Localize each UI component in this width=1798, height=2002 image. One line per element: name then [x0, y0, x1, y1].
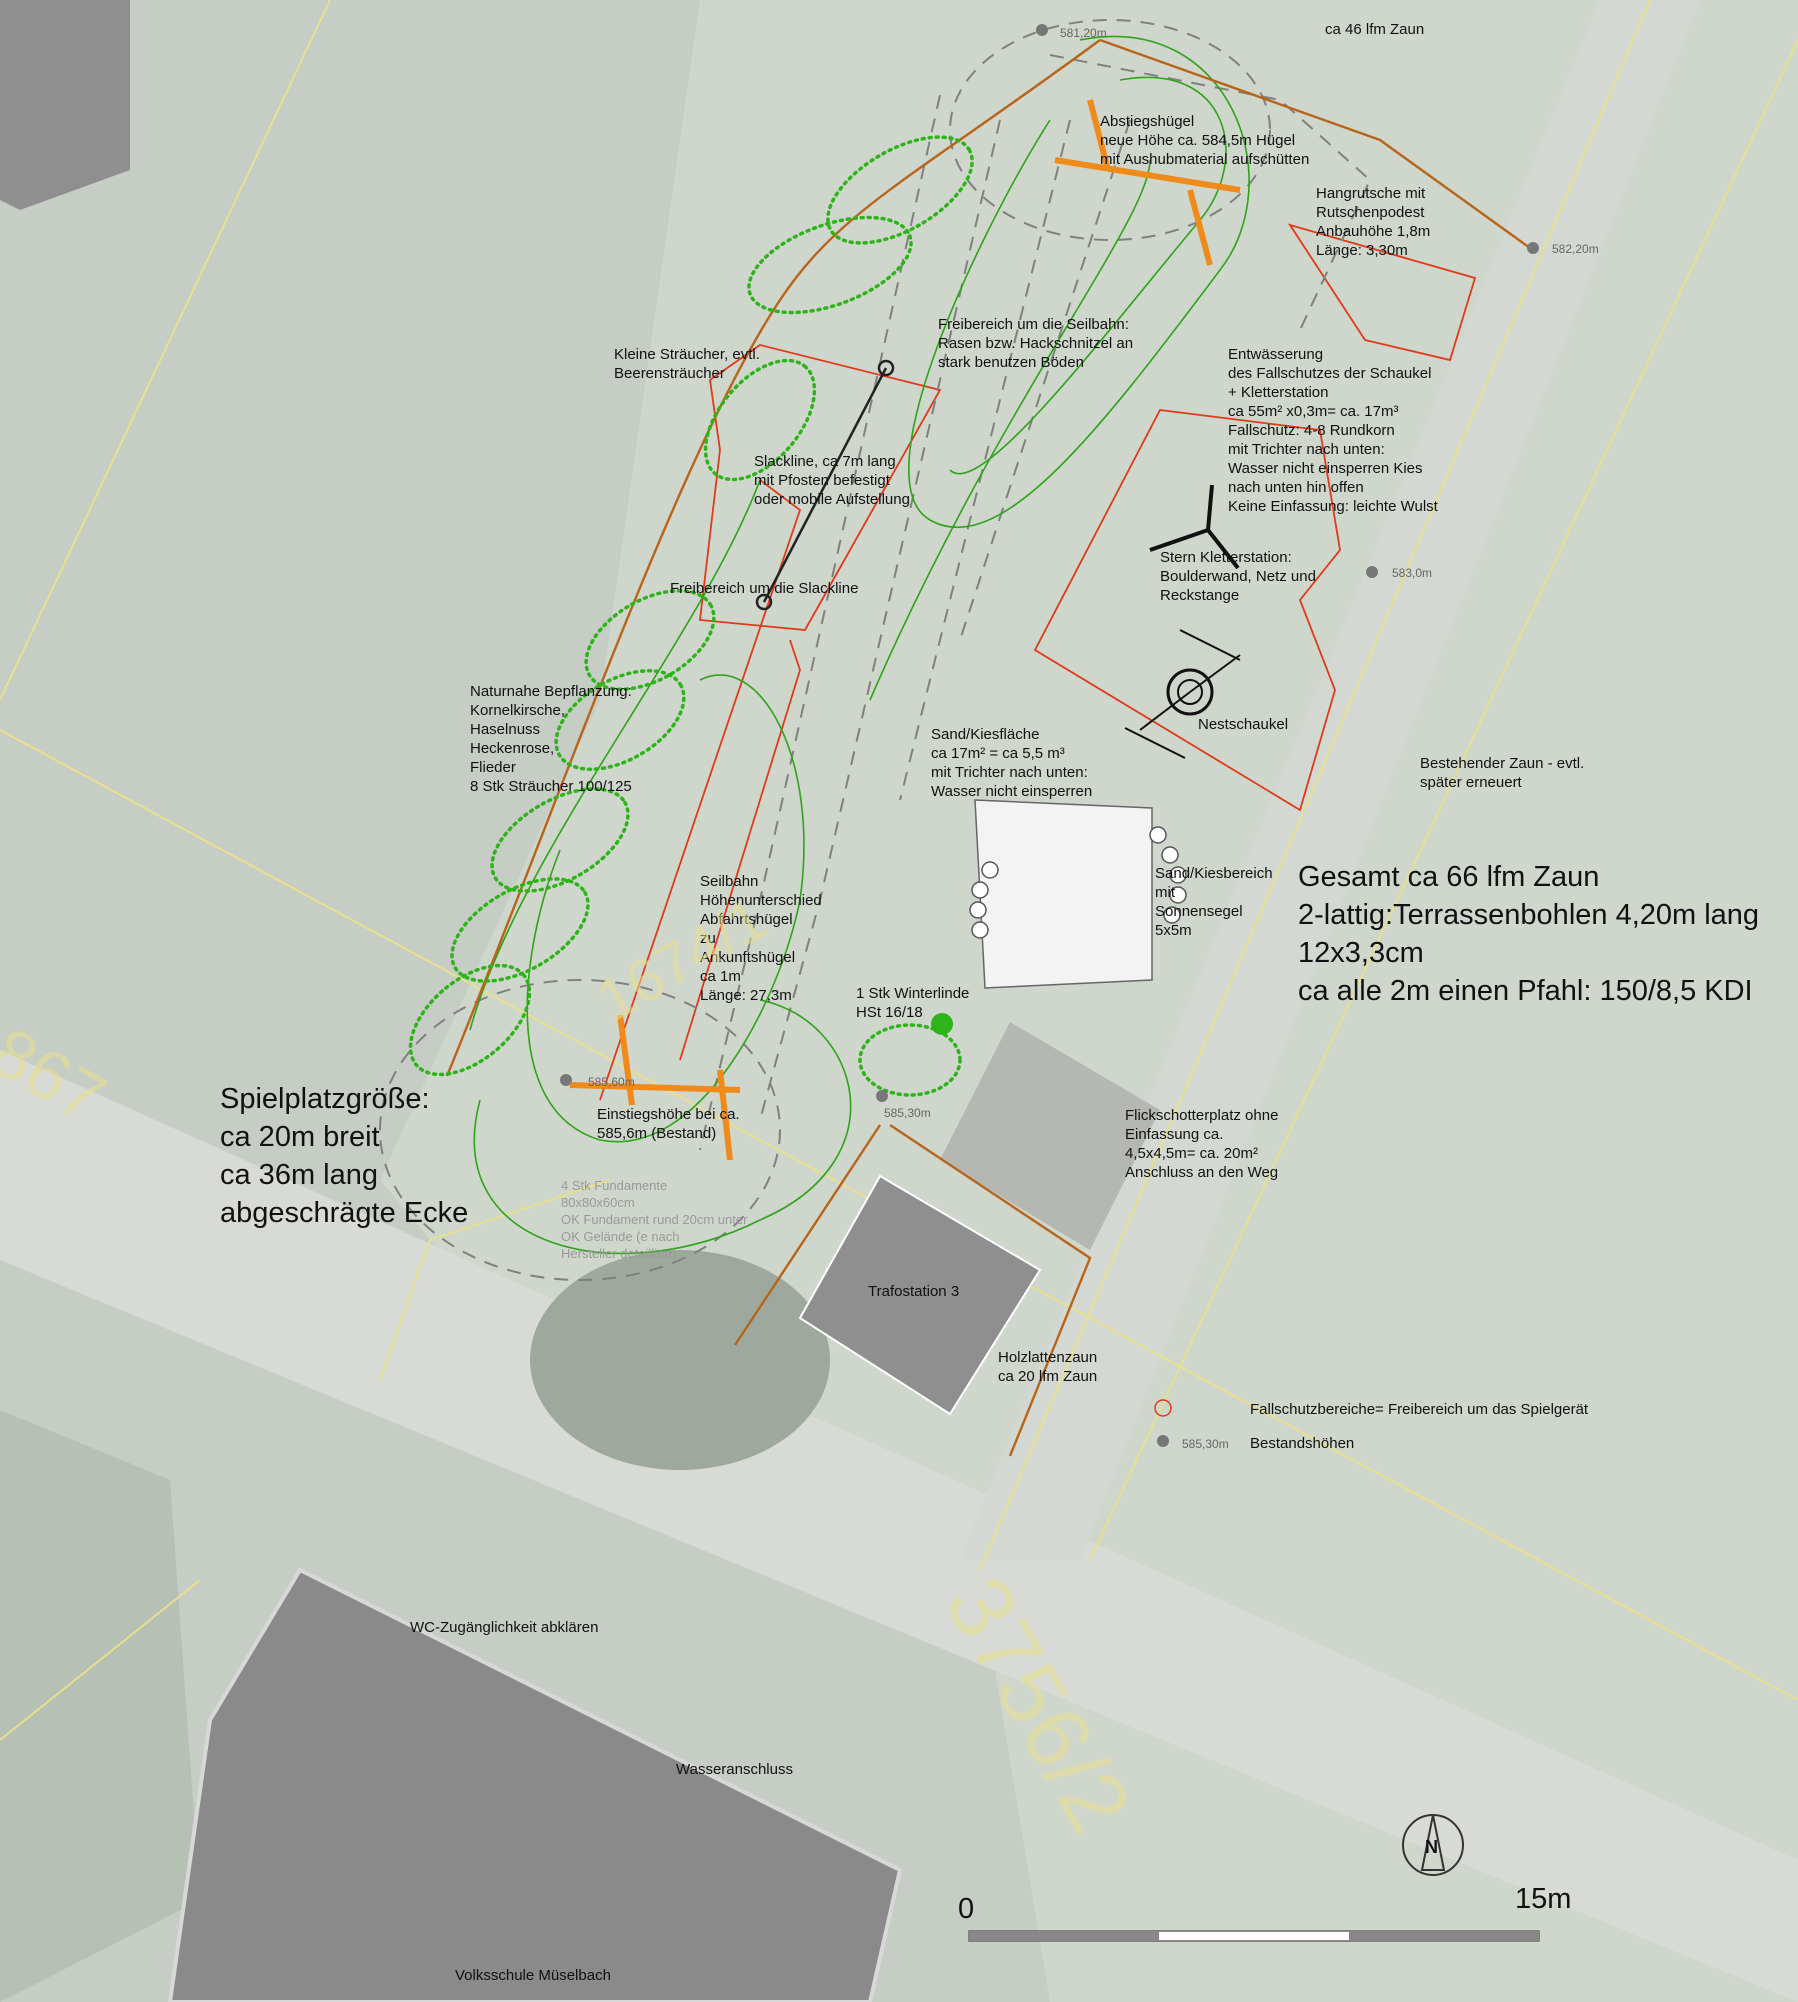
height-label-2: 582,20m — [1552, 242, 1599, 256]
north-arrow — [1402, 1814, 1464, 1876]
label-fence-total-4: ca alle 2m einen Pfahl: 150/8,5 KDI — [1298, 975, 1753, 1007]
scale-end: 15m — [1515, 1883, 1572, 1915]
nest-swing — [1124, 629, 1241, 759]
label-linden: 1 Stk Winterlinde HSt 16/18 — [856, 985, 970, 1021]
height-label-4: 585,60m — [588, 1075, 635, 1089]
zipline-towers — [569, 99, 1241, 1161]
label-entry: Einstiegshöhe bei ca. 585,6m (Bestand) — [597, 1106, 740, 1142]
label-wood-fence: Holzlattenzaun ca 20 lfm Zaun — [998, 1349, 1098, 1385]
height-markers — [560, 24, 1539, 1447]
label-foundations: 4 Stk Fundamente 80x80x60cm OK Fundament… — [561, 1178, 748, 1261]
label-gravel: Flickschotterplatz ohne Einfassung ca. 4… — [1125, 1107, 1279, 1181]
label-star: Stern Kletterstation: Boulderwand, Netz … — [1160, 549, 1316, 604]
label-fence-total-2: 2-lattig:Terrassenbohlen 4,20m lang — [1298, 899, 1760, 931]
label-fence-total-1: Gesamt ca 66 lfm Zaun — [1298, 861, 1600, 893]
label-school: Volksschule Müselbach — [455, 1967, 611, 1984]
label-existing-fence: Bestehender Zaun - evtl. später erneuert — [1420, 755, 1585, 791]
shrubs — [408, 135, 974, 1097]
label-planting: Naturnahe Bepflanzung: Kornelkirsche, Ha… — [470, 683, 632, 795]
trafo-building — [798, 1174, 1042, 1416]
label-sand-sail: Sand/Kiesbereich mit Sonnensegel 5x5m — [1155, 865, 1273, 939]
label-zipline-free: Freibereich um die Seilbahn: Rasen bzw. … — [938, 316, 1134, 371]
sun-sail — [974, 799, 1153, 989]
road — [0, 1050, 1798, 2002]
climbing-star — [1149, 484, 1240, 570]
height-label-5: 585,30m — [884, 1106, 931, 1120]
lawn-left — [0, 1410, 200, 2002]
label-slack-free: Freibereich um die Slackline — [670, 580, 859, 597]
label-zipline: Seilbahn Höhenunterschied Abfahrtshügel … — [700, 873, 822, 1004]
label-drainage: Entwässerung des Fallschutzes der Schauk… — [1228, 346, 1438, 515]
label-playground-size: Spielplatzgröße: ca 20m breit ca 36m lan… — [220, 1083, 469, 1229]
fences — [445, 38, 1531, 1457]
label-fence-total-3: 12x3,3cm — [1298, 937, 1424, 969]
scale-bar — [968, 1930, 1540, 1942]
label-trafo: Trafostation 3 — [868, 1283, 960, 1300]
legend-fall-swatch — [1154, 1399, 1172, 1417]
label-small-shrubs: Kleine Sträucher, evtl. Beerensträucher — [614, 346, 760, 382]
fall-zones — [599, 223, 1477, 1101]
height-label-6: 585,30m — [1182, 1437, 1229, 1451]
legend-heights-text: Bestandshöhen — [1250, 1435, 1355, 1452]
label-sand-area: Sand/Kiesfläche ca 17m² = ca 5,5 m³ mit … — [931, 726, 1093, 800]
label-fence-46: ca 46 lfm Zaun — [1325, 21, 1425, 38]
label-water: Wasseranschluss — [676, 1761, 793, 1778]
label-nest: Nestschaukel — [1198, 716, 1289, 733]
scale-zero: 0 — [958, 1893, 975, 1925]
north-letter: N — [1425, 1837, 1438, 1857]
label-wc: WC-Zugänglichkeit abklären — [410, 1619, 599, 1636]
sand-stones — [969, 826, 1187, 939]
tree-canopy — [530, 1250, 830, 1470]
slackline — [755, 359, 895, 611]
school-building — [167, 1567, 903, 2002]
height-label-3: 583,0m — [1392, 566, 1433, 580]
building-top-left — [0, 0, 130, 210]
footpath — [960, 0, 1700, 1560]
linden-tree — [931, 1013, 953, 1035]
gravel-pitch — [940, 1022, 1160, 1250]
label-slackline: Slackline, ca 7m lang mit Pfosten befest… — [754, 453, 910, 508]
label-hill: Abstiegshügel neue Höhe ca. 584,5m Hügel… — [1100, 113, 1310, 168]
height-label-1: 581,20m — [1060, 26, 1107, 40]
legend-fall-text: Fallschutzbereiche= Freibereich um das S… — [1250, 1401, 1589, 1418]
label-slide: Hangrutsche mit Rutschenpodest Anbauhöhe… — [1316, 185, 1431, 259]
